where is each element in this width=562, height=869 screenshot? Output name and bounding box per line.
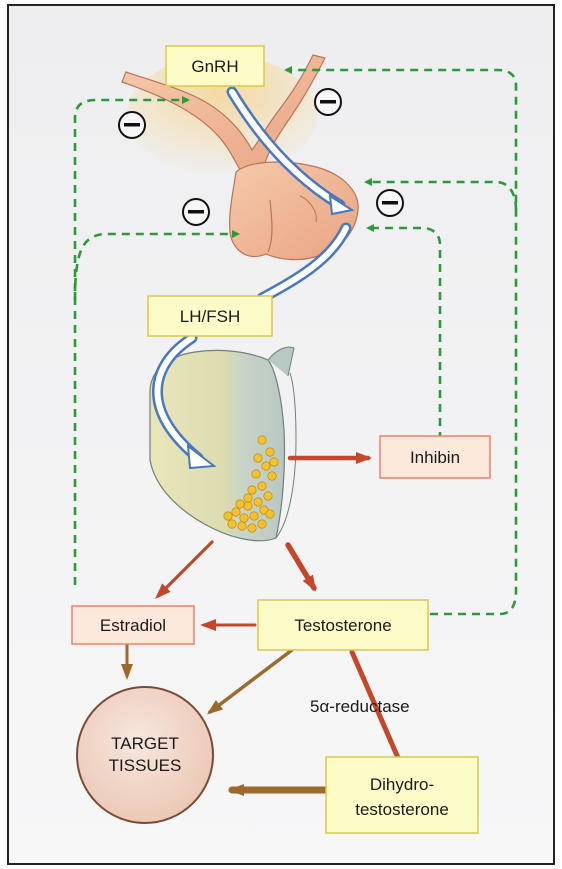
seminiferous-dot <box>252 470 260 478</box>
seminiferous-dot <box>224 512 232 520</box>
seminiferous-dot <box>232 508 240 516</box>
dihydro-label-line1: Dihydro- <box>370 775 434 794</box>
testosterone-box: Testosterone <box>258 600 428 650</box>
dihydro-label-line2: testosterone <box>355 800 449 819</box>
target-tissues-circle <box>77 687 213 823</box>
target-tissues-label-line2: TISSUES <box>109 756 182 775</box>
seminiferous-dot <box>270 458 278 466</box>
seminiferous-dot <box>240 514 248 522</box>
seminiferous-dot <box>236 500 244 508</box>
inhibition-symbol-3 <box>183 199 209 225</box>
seminiferous-dot <box>254 498 262 506</box>
gnrh-label: GnRH <box>191 57 238 76</box>
seminiferous-dot <box>250 512 258 520</box>
seminiferous-dot <box>266 448 274 456</box>
target-tissues-label-line1: TARGET <box>111 734 179 753</box>
seminiferous-dot <box>268 472 276 480</box>
inhibition-symbol-2 <box>315 89 341 115</box>
inhibition-symbol-1 <box>119 112 145 138</box>
inhibition-symbol-4 <box>377 190 403 216</box>
seminiferous-dot <box>258 520 266 528</box>
seminiferous-dot <box>258 482 266 490</box>
seminiferous-dot <box>262 462 270 470</box>
inhibin-label: Inhibin <box>410 448 460 467</box>
seminiferous-dot <box>238 522 246 530</box>
seminiferous-dot <box>244 502 252 510</box>
lhfsh-label: LH/FSH <box>180 307 240 326</box>
dihydrotestosterone-box: Dihydro- testosterone <box>326 757 478 833</box>
inhibin-box: Inhibin <box>380 436 490 478</box>
lhfsh-box: LH/FSH <box>148 296 272 336</box>
reductase-label: 5α-reductase <box>310 697 410 716</box>
seminiferous-dot <box>248 524 256 532</box>
seminiferous-dot <box>228 520 236 528</box>
seminiferous-dot <box>254 454 262 462</box>
testosterone-label: Testosterone <box>294 616 391 635</box>
seminiferous-dot <box>264 492 272 500</box>
seminiferous-dot <box>244 494 252 502</box>
gnrh-box: GnRH <box>166 46 264 86</box>
seminiferous-dot <box>266 510 274 518</box>
estradiol-label: Estradiol <box>100 616 166 635</box>
seminiferous-dot <box>248 486 256 494</box>
estradiol-box: Estradiol <box>72 606 194 644</box>
seminiferous-dot <box>258 436 266 444</box>
